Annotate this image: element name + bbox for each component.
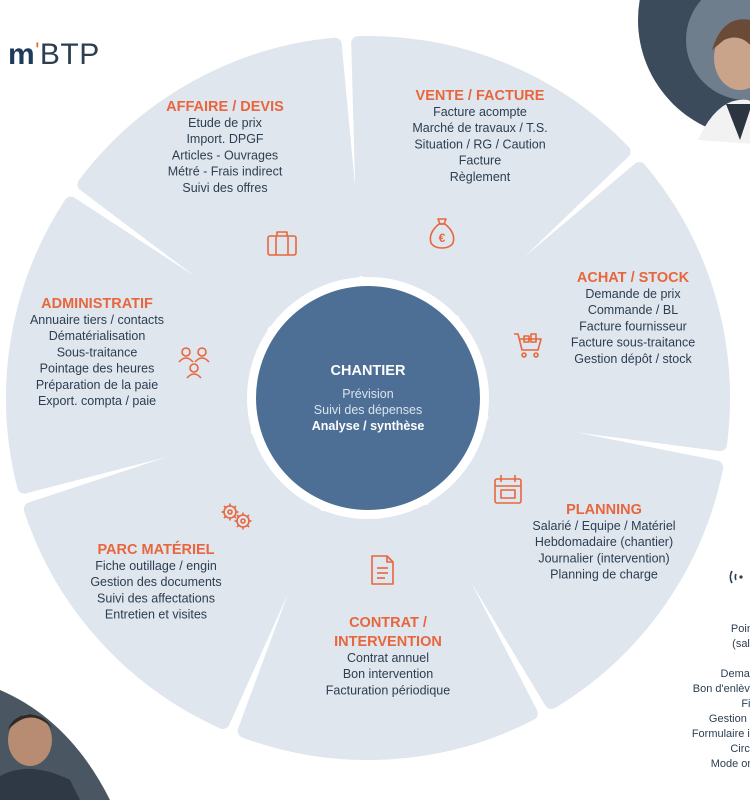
partial-list-item: Circu	[730, 743, 750, 755]
partial-list-item: Deman	[720, 668, 750, 680]
segment-title: PARC MATÉRIEL	[97, 541, 214, 558]
svg-text:€: €	[439, 231, 446, 245]
segment-3	[458, 162, 730, 452]
center-item: Suivi des dépenses	[314, 403, 422, 417]
segment-item: Salarié / Equipe / Matériel	[532, 519, 675, 533]
segment-item: Journalier (intervention)	[538, 551, 669, 565]
partial-list-item: Point	[730, 623, 750, 635]
partial-list-item: (sala	[732, 638, 750, 650]
person-photo-top	[628, 0, 750, 145]
partial-list-item: Gestion d	[708, 713, 750, 725]
segment-item: Facture sous-traitance	[571, 336, 695, 350]
segment-item: Contrat annuel	[347, 651, 429, 665]
partial-list-item: Fic	[741, 698, 750, 710]
segment-item: Sous-traitance	[57, 345, 138, 359]
person-photo-bottom	[0, 680, 120, 800]
segment-title: AFFAIRE / DEVIS	[166, 99, 284, 115]
segment-item: Règlement	[450, 170, 511, 184]
partial-list-item: Mode onl	[710, 758, 750, 770]
segment-title: INTERVENTION	[334, 634, 442, 650]
segment-item: Bon intervention	[343, 667, 433, 681]
segment-item: Facture fournisseur	[579, 319, 687, 333]
center-item: Prévision	[342, 387, 393, 401]
segment-title: CONTRAT /	[349, 615, 427, 631]
segment-item: Gestion dépôt / stock	[574, 352, 692, 366]
segment-item: Commande / BL	[588, 303, 678, 317]
segment-item: Dématérialisation	[49, 329, 146, 343]
segment-item: Demande de prix	[585, 287, 681, 301]
segment-item: Métré - Frais indirect	[168, 165, 283, 179]
segment-item: Etude de prix	[188, 116, 262, 130]
segment-title: VENTE / FACTURE	[416, 88, 545, 104]
segment-item: Hebdomadaire (chantier)	[535, 535, 673, 549]
segment-7	[6, 196, 268, 494]
segment-item: Planning de charge	[550, 568, 658, 582]
document-icon	[371, 555, 394, 585]
partial-list-item: Bon d'enlève	[692, 683, 750, 695]
mobile-features-list-partial: Point (sala DemanBon d'enlèveFicGestion d…	[676, 622, 750, 772]
logo-mark: m	[8, 38, 36, 71]
segment-item: Articles - Ouvrages	[172, 148, 278, 162]
segment-item: Export. compta / paie	[38, 394, 156, 408]
brand-logo: m'BTP	[8, 38, 100, 72]
segment-title: ACHAT / STOCK	[577, 270, 690, 286]
segment-item: Préparation de la paie	[36, 378, 158, 392]
segment-item: Marché de travaux / T.S.	[412, 121, 547, 135]
center-title: CHANTIER	[331, 363, 406, 379]
logo-text: BTP	[39, 38, 100, 71]
center-highlight: Analyse / synthèse	[312, 419, 425, 433]
segment-item: Gestion des documents	[90, 575, 221, 589]
gears-icon	[221, 503, 252, 530]
segment-item: Suivi des affectations	[97, 591, 215, 605]
center-hub	[256, 286, 480, 510]
cart-icon	[514, 333, 542, 358]
segment-item: Situation / RG / Caution	[414, 137, 545, 151]
wifi-icon	[728, 565, 750, 587]
partial-list-item	[676, 652, 750, 667]
segment-title: PLANNING	[566, 502, 642, 518]
segment-item: Facturation périodique	[326, 683, 450, 697]
segment-item: Import. DPGF	[186, 132, 263, 146]
logo-apostrophe: '	[35, 38, 40, 63]
segment-5	[237, 504, 538, 760]
segment-item: Fiche outillage / engin	[95, 559, 217, 573]
segment-item: Suivi des offres	[182, 181, 267, 195]
segment-item: Pointage des heures	[40, 362, 155, 376]
money-bag-icon: €	[429, 218, 455, 249]
calendar-icon	[494, 475, 522, 504]
partial-list-item: Formulaire in	[691, 728, 750, 740]
segment-item: Entretien et visites	[105, 608, 207, 622]
segment-item: Facture	[459, 154, 501, 168]
segment-2	[351, 36, 631, 317]
segment-item: Annuaire tiers / contacts	[30, 313, 164, 327]
segment-title: ADMINISTRATIF	[41, 296, 153, 312]
briefcase-icon	[267, 231, 297, 256]
segment-item: Facture acompte	[433, 105, 527, 119]
segment-4	[427, 416, 724, 709]
segment-6	[23, 431, 323, 729]
people-icon	[178, 347, 210, 379]
